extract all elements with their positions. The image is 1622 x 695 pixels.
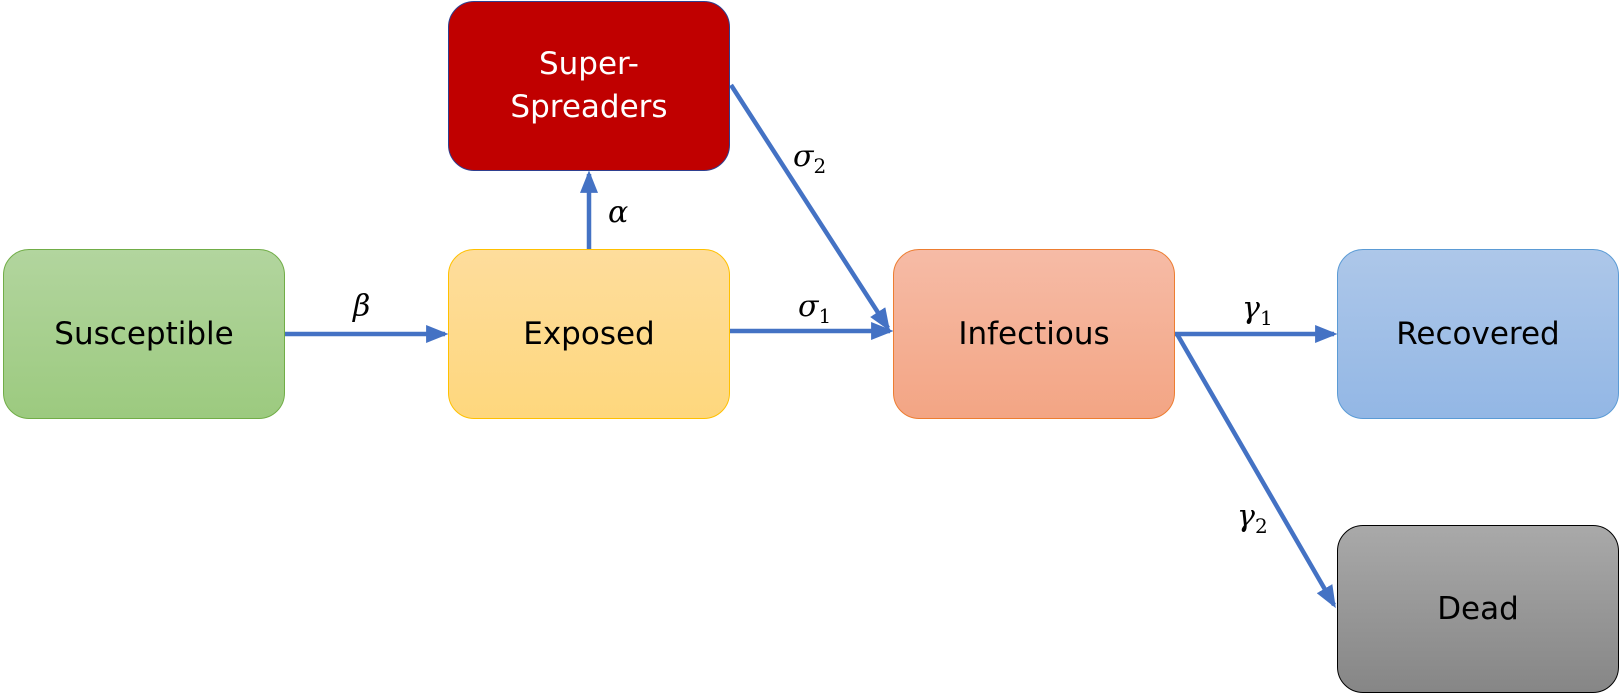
- rate-gamma2-symbol: γ: [1237, 499, 1255, 534]
- rate-alpha-label: α: [608, 196, 628, 230]
- arrow-infectious-to-dead: [1175, 332, 1336, 609]
- rate-gamma1-subscript: 1: [1259, 306, 1273, 330]
- rate-gamma2-subscript: 2: [1254, 514, 1268, 538]
- exposed-label: Exposed: [523, 315, 655, 352]
- rate-gamma1-symbol: γ: [1242, 291, 1260, 326]
- rate-alpha-symbol: α: [608, 195, 629, 230]
- rate-sigma1-subscript: 1: [818, 304, 832, 328]
- dead-label: Dead: [1437, 590, 1519, 627]
- recovered-box: Recovered: [1337, 249, 1619, 419]
- susceptible-box: Susceptible: [3, 249, 285, 419]
- rate-sigma1-label: σ1: [798, 290, 831, 333]
- rate-sigma2-label: σ2: [793, 140, 826, 183]
- dead-box: Dead: [1337, 525, 1619, 693]
- infectious-label: Infectious: [958, 315, 1110, 352]
- rate-sigma2-symbol: σ: [793, 139, 814, 174]
- superspreaders-box: Super- Spreaders: [448, 1, 730, 171]
- rate-sigma1-symbol: σ: [798, 289, 819, 324]
- exposed-box: Exposed: [448, 249, 730, 419]
- rate-gamma2-label: γ2: [1237, 500, 1268, 543]
- recovered-label: Recovered: [1396, 315, 1560, 352]
- arrow-superspreaders-to-infectious: [729, 83, 890, 332]
- infectious-box: Infectious: [893, 249, 1175, 419]
- rate-sigma2-subscript: 2: [813, 154, 827, 178]
- superspreaders-label: Super- Spreaders: [510, 46, 668, 125]
- rate-gamma1-label: γ1: [1242, 292, 1273, 335]
- rate-beta-symbol: β: [353, 289, 371, 324]
- susceptible-label: Susceptible: [54, 315, 234, 352]
- rate-beta-label: β: [353, 290, 370, 324]
